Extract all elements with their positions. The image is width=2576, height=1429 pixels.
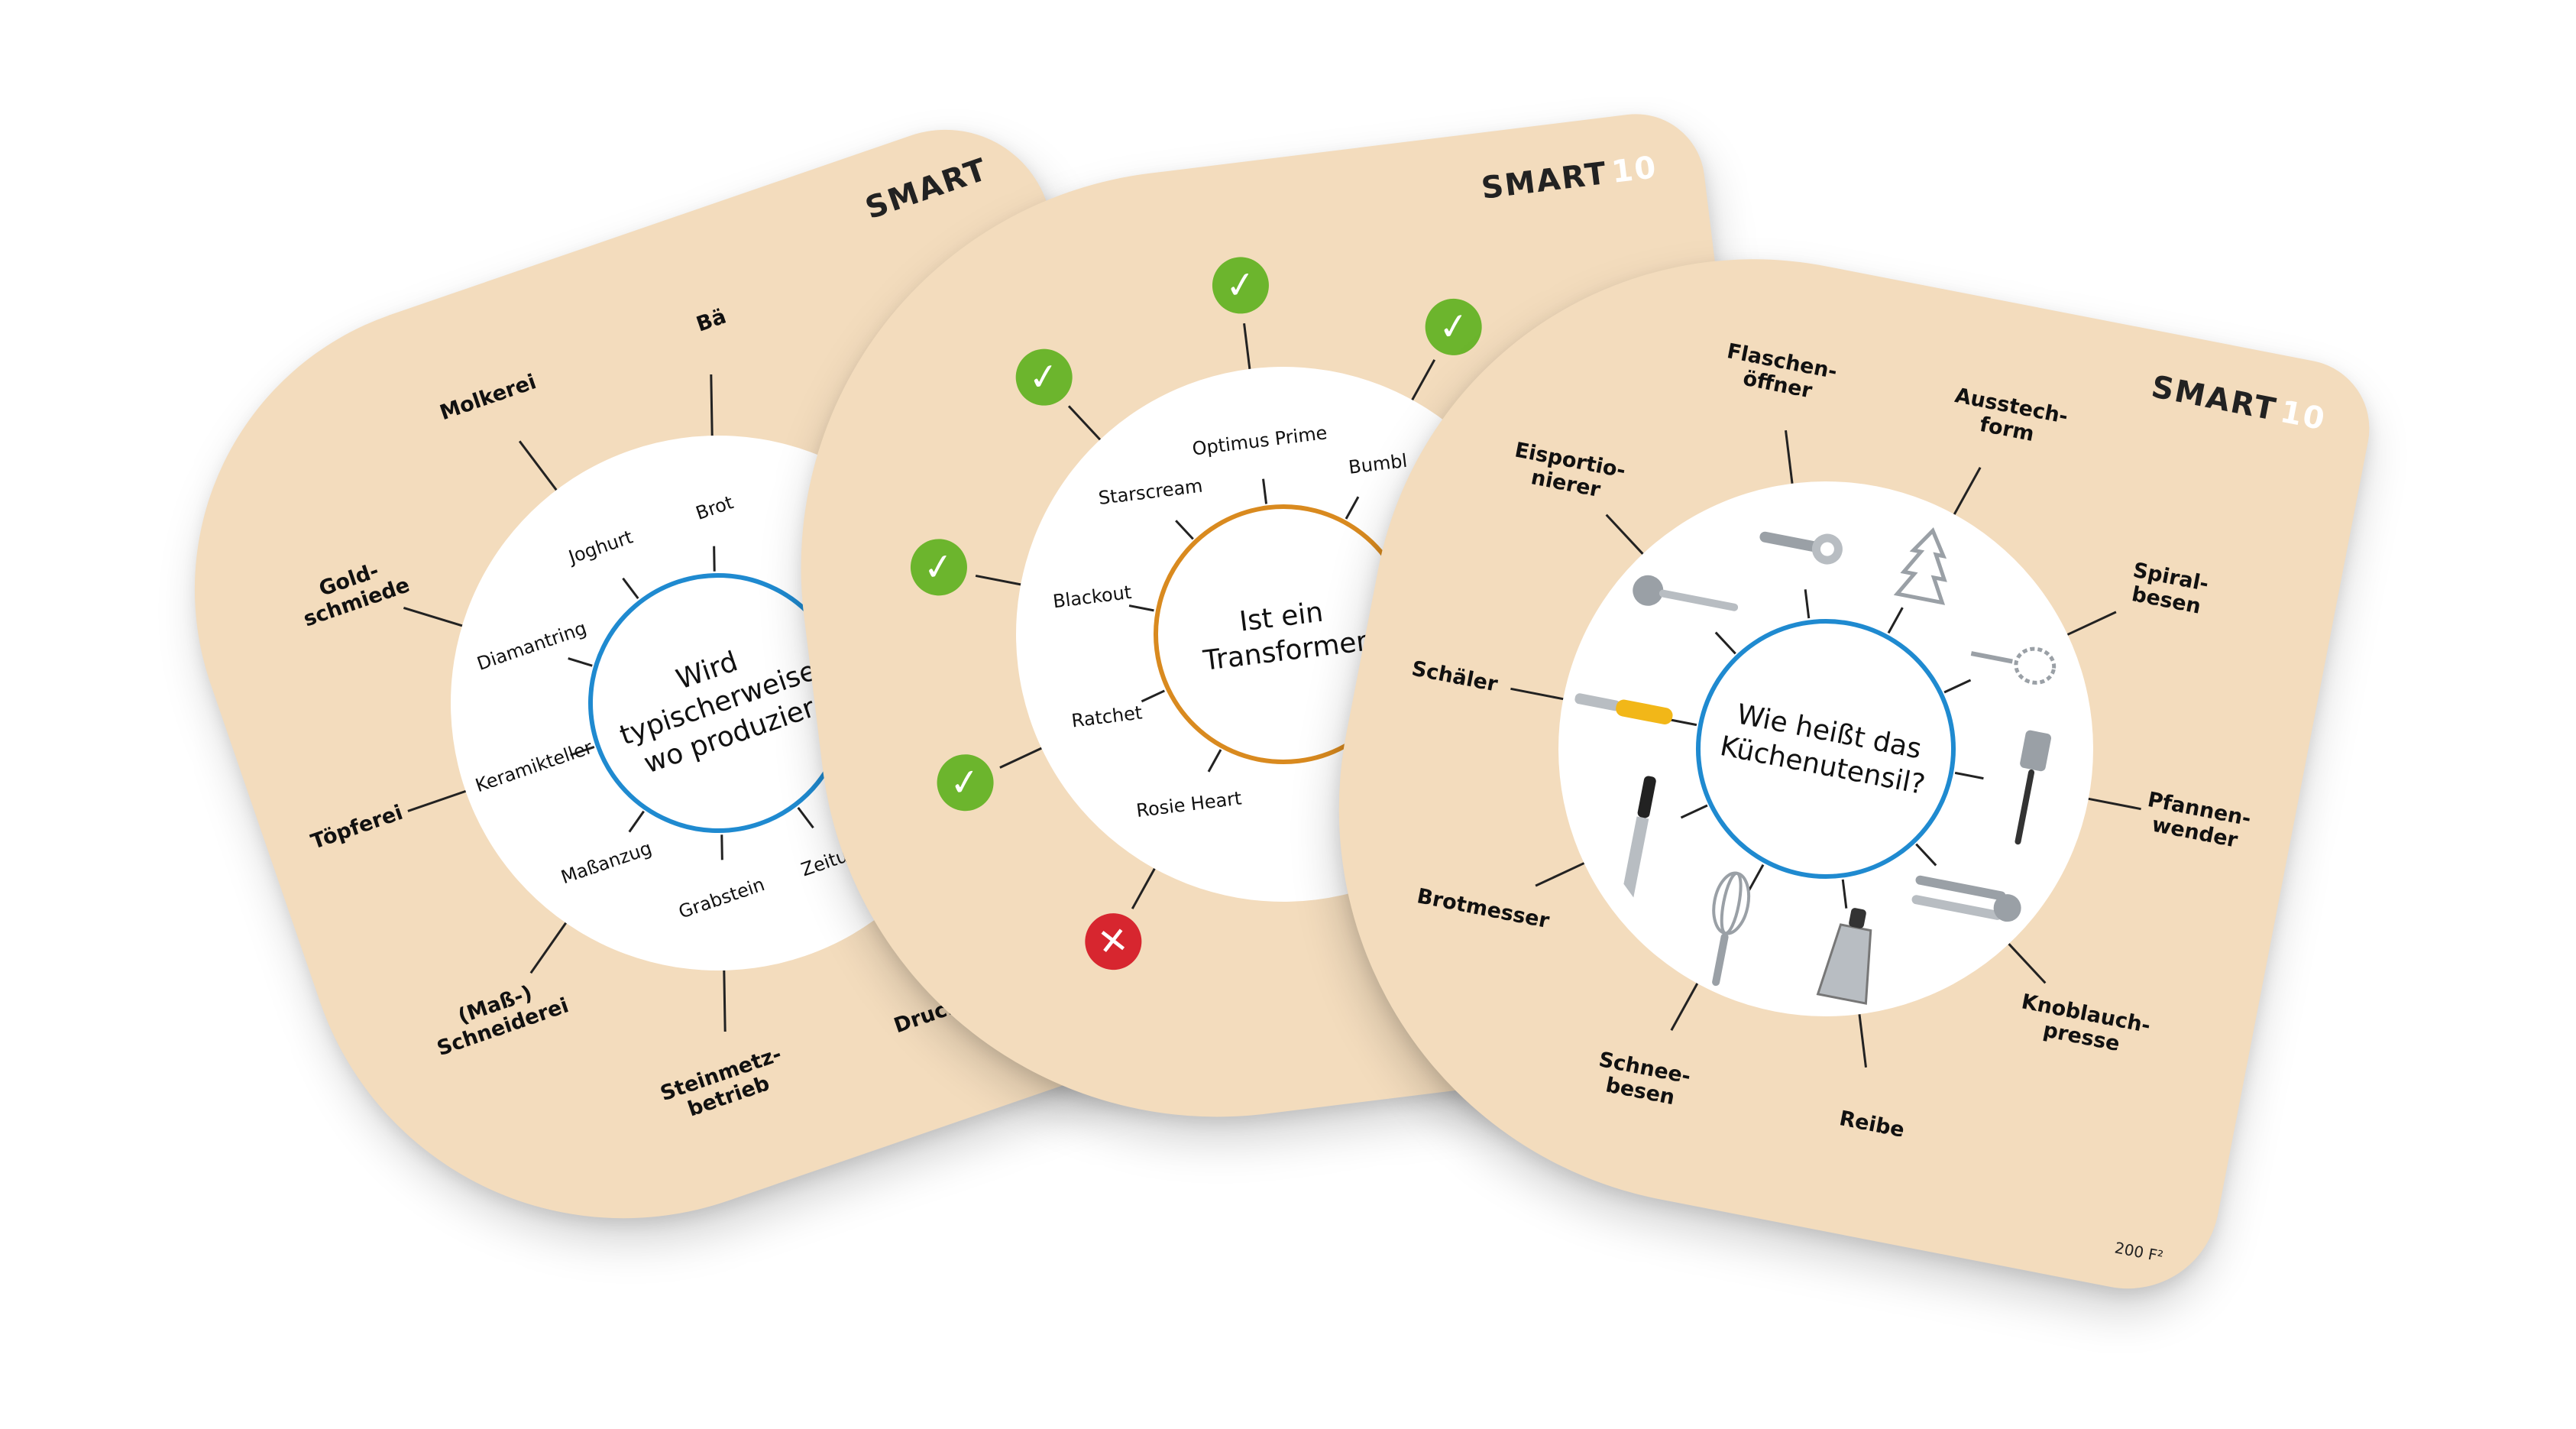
- spoke-line: [1858, 1014, 1868, 1068]
- cross-icon: ✕: [1081, 910, 1145, 974]
- spoke-line: [723, 970, 727, 1032]
- spoke-line: [1243, 323, 1251, 369]
- spoke-line: [1784, 430, 1794, 484]
- spoke-line: [1670, 983, 1698, 1031]
- answer-outer-label: Brotmesser: [1415, 884, 1552, 934]
- question-text: Wie heißt das Küchenutensil?: [1717, 698, 1928, 802]
- grater-icon: [1811, 899, 1890, 1009]
- spoke-line: [2066, 611, 2117, 637]
- answer-outer-label: Schäler: [1409, 656, 1500, 697]
- checkmark-icon: ✓: [1422, 295, 1486, 358]
- spoke-line: [1535, 861, 1585, 887]
- spoke-line: [403, 607, 463, 627]
- answer-outer-label: Töpferei: [308, 800, 406, 854]
- answer-outer-label: (Maß-)Schneiderei: [434, 980, 572, 1061]
- spatula-icon: [1998, 724, 2059, 852]
- answer-outer-label: Gold-schmiede: [300, 559, 413, 632]
- cookie-cutter-icon: [1892, 522, 1960, 614]
- spoke-line: [2008, 942, 2047, 984]
- spoke-line: [407, 789, 467, 812]
- spoke-line: [1510, 687, 1564, 701]
- answer-outer-label: Reibe: [1837, 1106, 1907, 1142]
- bottle-opener-icon: [1752, 517, 1849, 572]
- ice-cream-scoop-icon: [1625, 569, 1745, 628]
- spiral-whisk-icon: [1963, 630, 2062, 693]
- checkmark-icon: ✓: [907, 535, 970, 599]
- checkmark-icon: ✓: [1012, 345, 1076, 409]
- spoke-line: [720, 834, 723, 860]
- answer-outer-label: Flaschen-öffner: [1725, 339, 1840, 403]
- answer-outer-label: Bä: [693, 305, 730, 338]
- quiz-card-right: SMART10 Wie heißt das Küchenutensil? 200…: [1270, 193, 2381, 1304]
- smart10-logo: SMART10: [1479, 150, 1659, 206]
- spoke-line: [518, 440, 558, 491]
- whisk-icon: [1691, 865, 1759, 994]
- answer-outer-label: Spiral-besen: [2129, 558, 2211, 619]
- smart10-logo: SMART10: [2148, 369, 2329, 438]
- spoke-line: [999, 747, 1043, 769]
- spoke-line: [1605, 514, 1644, 556]
- bread-knife-icon: [1604, 768, 1674, 904]
- card-code: 200 F²: [2113, 1238, 2165, 1266]
- peeler-icon: [1567, 681, 1679, 739]
- spoke-line: [1131, 868, 1156, 910]
- spoke-line: [710, 374, 714, 436]
- spoke-line: [2088, 797, 2141, 811]
- answer-outer-label: Eisportio-nierer: [1513, 438, 1628, 503]
- checkmark-icon: ✓: [933, 751, 997, 815]
- smart10-logo: SMART: [861, 151, 992, 227]
- spoke-line: [975, 574, 1021, 586]
- garlic-press-icon: [1906, 867, 2027, 934]
- spoke-line: [1411, 358, 1435, 400]
- answer-outer-label: Pfannen-wender: [2145, 787, 2254, 853]
- answer-outer-label: Steinmetz-betrieb: [657, 1042, 785, 1122]
- spoke-line: [1953, 467, 1982, 515]
- answer-outer-label: Knoblauch-presse: [2019, 990, 2153, 1057]
- answer-outer-label: Ausstech-form: [1953, 384, 2070, 447]
- checkmark-icon: ✓: [1209, 254, 1273, 317]
- spoke-line: [529, 922, 567, 974]
- spoke-line: [1068, 405, 1102, 441]
- answer-outer-label: Molkerei: [437, 370, 540, 426]
- answer-outer-label: Schnee-besen: [1597, 1047, 1693, 1110]
